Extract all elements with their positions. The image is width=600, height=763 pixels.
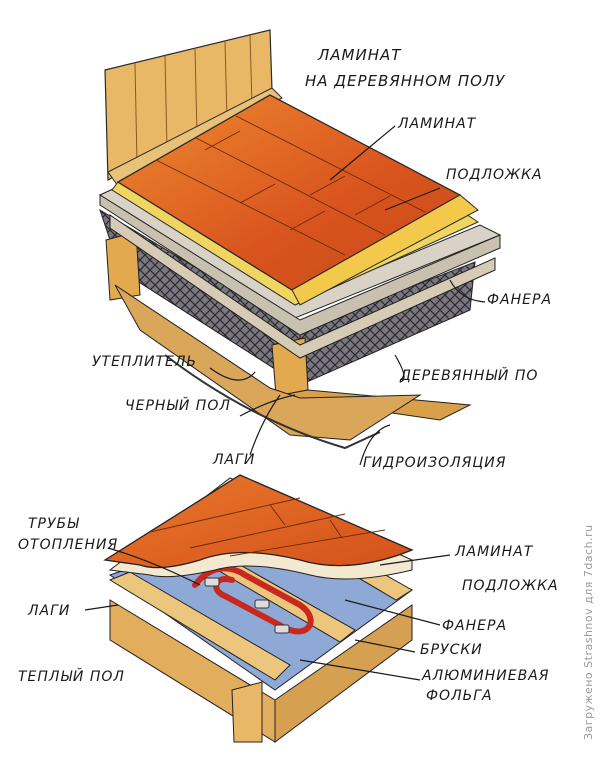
label-wood-floor: ДЕРЕВЯННЫЙ ПО — [400, 368, 539, 384]
top-title-line1: ЛАМИНАТ — [318, 46, 402, 64]
label-joists-top: ЛАГИ — [213, 452, 256, 468]
top-title-line2: НА ДЕРЕВЯННОМ ПОЛУ — [305, 72, 506, 90]
label-laminate-bottom: ЛАМИНАТ — [455, 544, 534, 560]
bottom-leader-lines — [84, 547, 451, 681]
waterproofing-film — [164, 354, 381, 450]
label-subfloor: ЧЕРНЫЙ ПОЛ — [125, 398, 231, 414]
bottom-laminate-seams — [149, 497, 386, 557]
bottom-laminate — [103, 474, 414, 569]
label-underlay-bottom: ПОДЛОЖКА — [462, 578, 559, 594]
label-bars: БРУСКИ — [420, 642, 483, 658]
label-pipes-line1: ТРУБЫ — [28, 516, 80, 532]
label-foil-line2: ФОЛЬГА — [426, 688, 493, 704]
laminate-surface — [116, 94, 479, 306]
pipe-clips — [204, 577, 290, 634]
base-frame — [109, 599, 413, 743]
label-pipes-line2: ОТОПЛЕНИЯ — [18, 537, 119, 553]
top-floor-diagram — [98, 29, 502, 466]
watermark-text: Загружено Strashnov для 7dach.ru — [582, 524, 595, 740]
subfloor-board — [114, 284, 422, 441]
top-leader-lines — [209, 125, 486, 466]
label-plywood-top: ФАНЕРА — [487, 292, 553, 308]
label-foil-line1: АЛЮМИНИЕВАЯ — [422, 668, 550, 684]
label-insulation: УТЕПЛИТЕЛЬ — [92, 354, 197, 370]
label-waterproofing: ГИДРОИЗОЛЯЦИЯ — [363, 455, 507, 471]
label-plywood-bottom: ФАНЕРА — [442, 618, 508, 634]
label-underlay-top: ПОДЛОЖКА — [446, 167, 543, 183]
label-laminate-top: ЛАМИНАТ — [398, 116, 477, 132]
label-joists-bottom: ЛАГИ — [28, 603, 71, 619]
label-warm-floor: ТЕПЛЫЙ ПОЛ — [18, 669, 125, 685]
bottom-floor-diagram — [84, 474, 451, 743]
